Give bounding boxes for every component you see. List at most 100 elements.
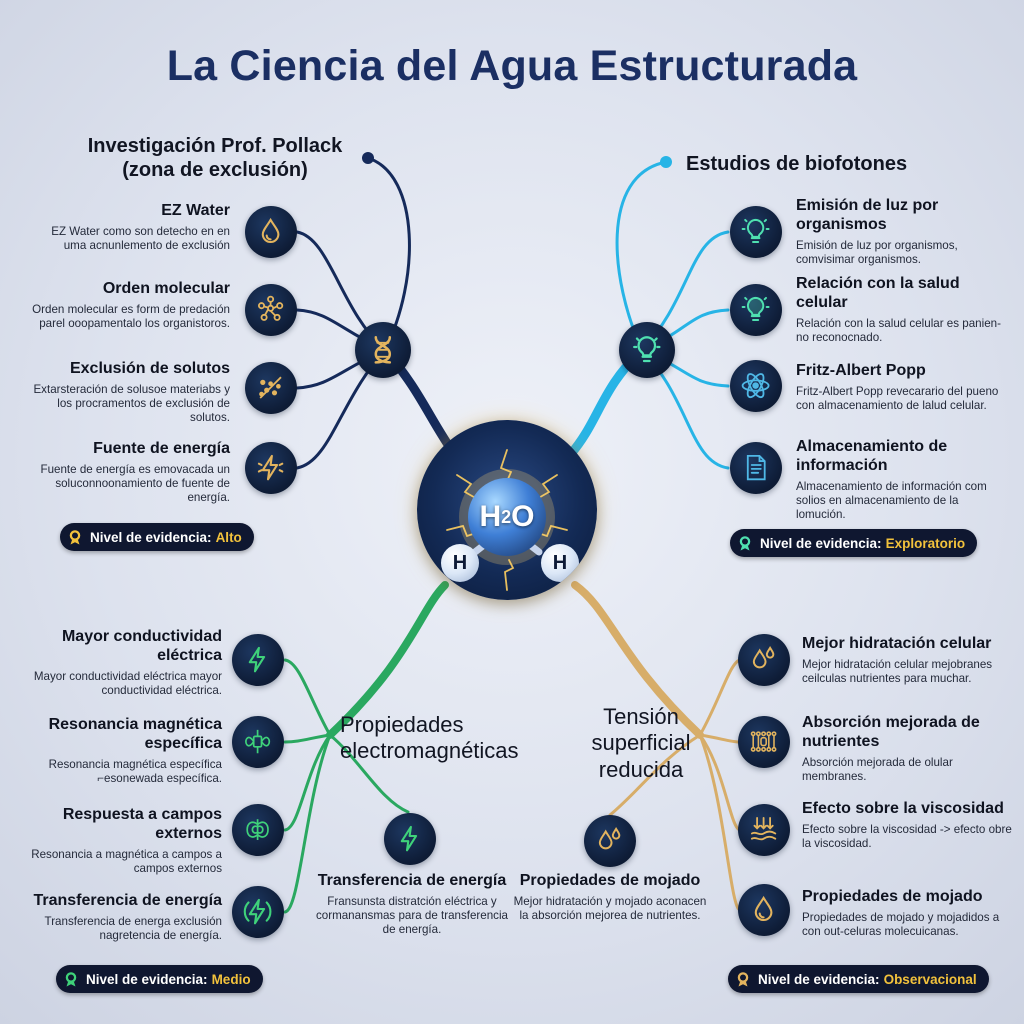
magnetic-field-icon — [232, 716, 284, 768]
electro-item-2-desc: Resonancia magnética específica ⌐esonewa… — [48, 757, 222, 785]
link-tension-3 — [698, 733, 742, 832]
hydrogen-atom-left: H — [441, 544, 479, 582]
pollack-item-1-title: EZ Water — [161, 202, 230, 219]
link-electro-trunk — [326, 581, 449, 739]
bio-item-1-desc: Emisión de luz por organismos, comvisima… — [796, 238, 958, 266]
water-drop-icon — [738, 884, 790, 936]
bio-item-2-title: Relación con la salud celular — [796, 275, 960, 311]
bio-item-2-desc: Relación con la salud celular es panien-… — [796, 316, 1001, 344]
electro-item-1: Mayor conductividad eléctrica Mayor cond… — [22, 628, 222, 698]
bio-evidence-badge: Nivel de evidencia: Exploratorio — [730, 529, 978, 557]
tension-center-desc: Mejor hidratación y mojado aconacen la a… — [513, 894, 707, 923]
electro-item-4-desc: Transferencia de energa exclusión nagret… — [44, 914, 222, 943]
bio-item-4-title: Almacenamiento de información — [796, 438, 948, 474]
tension-center-title: Propiedades de mojado — [519, 872, 701, 889]
link-electro-4 — [283, 733, 332, 914]
electro-item-3: Respuesta a campos externos Resonancia a… — [22, 806, 222, 876]
lightbulb-icon — [619, 322, 675, 378]
water-drop-icon — [245, 206, 297, 258]
link-tension-trunk — [571, 581, 704, 739]
pollack-item-4: Fuente de energía Fuente de energía es e… — [30, 440, 231, 505]
tension-item-2: Absorción mejorada de nutrientes Absorci… — [802, 714, 1012, 784]
link-bio-title — [615, 160, 668, 352]
membrane-icon — [738, 716, 790, 768]
tension-item-3-desc: Efecto sobre la viscosidad -> efecto obr… — [802, 822, 1012, 851]
link-electro-2 — [283, 733, 332, 744]
link-pollack-title — [366, 156, 411, 352]
viscosity-icon — [738, 804, 790, 856]
lightning-icon — [232, 886, 284, 938]
link-pollack-dot — [362, 152, 374, 164]
bio-item-3-title: Fritz-Albert Popp — [796, 362, 926, 379]
tension-title-line3: reducida — [598, 756, 684, 782]
oxygen-suffix: O — [511, 500, 535, 533]
dna-icon — [355, 322, 411, 378]
tension-title-line1: Tensión — [603, 704, 679, 729]
electro-item-2-title: Resonancia magnética específica — [48, 716, 222, 752]
medal-icon — [736, 534, 754, 552]
pollack-item-1-desc: EZ Water como son detecho en en uma acnu… — [51, 224, 230, 253]
pollack-item-4-desc: Fuente de energía es emovacada un soluco… — [40, 462, 231, 505]
pollack-title-line1: Investigación Prof. Pollack — [87, 135, 343, 157]
tension-item-2-desc: Absorción mejorada de olular membranes. — [802, 755, 953, 783]
electro-title-line2: electromagnéticas — [340, 738, 519, 764]
pollack-title-line2: (zona de exclusión) — [122, 159, 308, 181]
tension-title: Tensión superficial reducida — [566, 704, 716, 783]
oxygen-label: H — [479, 500, 502, 533]
bio-evidence-value: Exploratorio — [885, 535, 966, 551]
electro-item-1-title: Mayor conductividad eléctrica — [61, 628, 222, 664]
tension-item-4-title: Propiedades de mojado — [802, 888, 983, 905]
oxygen-subscript: 2 — [501, 506, 512, 527]
tension-evidence-label: Nivel de evidencia: — [758, 971, 880, 987]
link-bio-dot — [660, 156, 672, 168]
pollack-item-2: Orden molecular Orden molecular es form … — [30, 280, 230, 331]
molecule-network-icon — [245, 284, 297, 336]
magnetic-field-icon — [232, 804, 284, 856]
tension-item-3-title: Efecto sobre la viscosidad — [802, 800, 1004, 817]
medal-icon — [66, 528, 84, 546]
pollack-evidence-label: Nivel de evidencia: — [90, 529, 212, 545]
solute-exclusion-icon — [245, 362, 297, 414]
electro-evidence-badge: Nivel de evidencia: Medio — [56, 965, 263, 993]
electro-item-3-title: Respuesta a campos externos — [62, 806, 222, 842]
document-icon — [730, 442, 782, 494]
biofotones-title-text: Estudios de biofotones — [686, 153, 908, 175]
tension-center-item: Propiedades de mojado Mejor hidratación … — [510, 872, 710, 923]
electro-title: Propiedades electromagnéticas — [340, 712, 550, 765]
electro-evidence-label: Nivel de evidencia: — [86, 971, 208, 987]
atom-icon — [730, 360, 782, 412]
tension-item-1-desc: Mejor hidratación celular mejobranes cei… — [802, 657, 993, 686]
link-electro-1 — [283, 658, 332, 737]
bio-item-4: Almacenamiento de información Almacenami… — [796, 438, 1006, 522]
link-tension-4 — [698, 733, 742, 912]
tension-item-1: Mejor hidratación celular Mejor hidratac… — [802, 635, 1012, 686]
page-title: La Ciencia del Agua Estructurada — [166, 42, 858, 90]
bio-item-1-title: Emisión de luz por organismos — [796, 197, 939, 233]
medal-icon — [734, 970, 752, 988]
bio-item-2: Relación con la salud celular Relación c… — [796, 275, 1006, 345]
pollack-evidence-value: Alto — [215, 529, 242, 545]
pollack-title: Investigación Prof. Pollack (zona de exc… — [60, 134, 370, 182]
tension-item-3: Efecto sobre la viscosidad Efecto sobre … — [802, 800, 1012, 851]
lightning-icon — [384, 813, 436, 865]
pollack-item-1: EZ Water EZ Water como son detecho en en… — [30, 202, 230, 253]
tension-item-2-title: Absorción mejorada de nutrientes — [802, 714, 980, 750]
electro-center-item: Transferencia de energía Fransunsta dist… — [312, 872, 512, 937]
bio-item-3: Fritz-Albert Popp Fritz-Albert Popp reve… — [796, 362, 1006, 413]
electro-item-3-desc: Resonancia a magnética a campos a campos… — [31, 847, 222, 875]
pollack-item-4-title: Fuente de energía — [93, 440, 230, 457]
water-drops-icon — [738, 634, 790, 686]
lightning-icon — [245, 442, 297, 494]
biofotones-title: Estudios de biofotones — [686, 152, 1006, 176]
bio-item-1: Emisión de luz por organismos Emisión de… — [796, 197, 1006, 267]
bio-item-4-desc: Almacenamiento de información com solios… — [796, 479, 987, 522]
tension-item-4-desc: Propiedades de mojado y mojadidos a con … — [802, 910, 1000, 939]
link-tension-5 — [608, 733, 702, 817]
water-drops-icon — [584, 815, 636, 867]
electro-item-2: Resonancia magnética específica Resonanc… — [22, 716, 222, 786]
pollack-item-2-title: Orden molecular — [102, 280, 230, 297]
lightbulb-glow-icon — [730, 284, 782, 336]
pollack-evidence-badge: Nivel de evidencia: Alto — [60, 523, 254, 551]
